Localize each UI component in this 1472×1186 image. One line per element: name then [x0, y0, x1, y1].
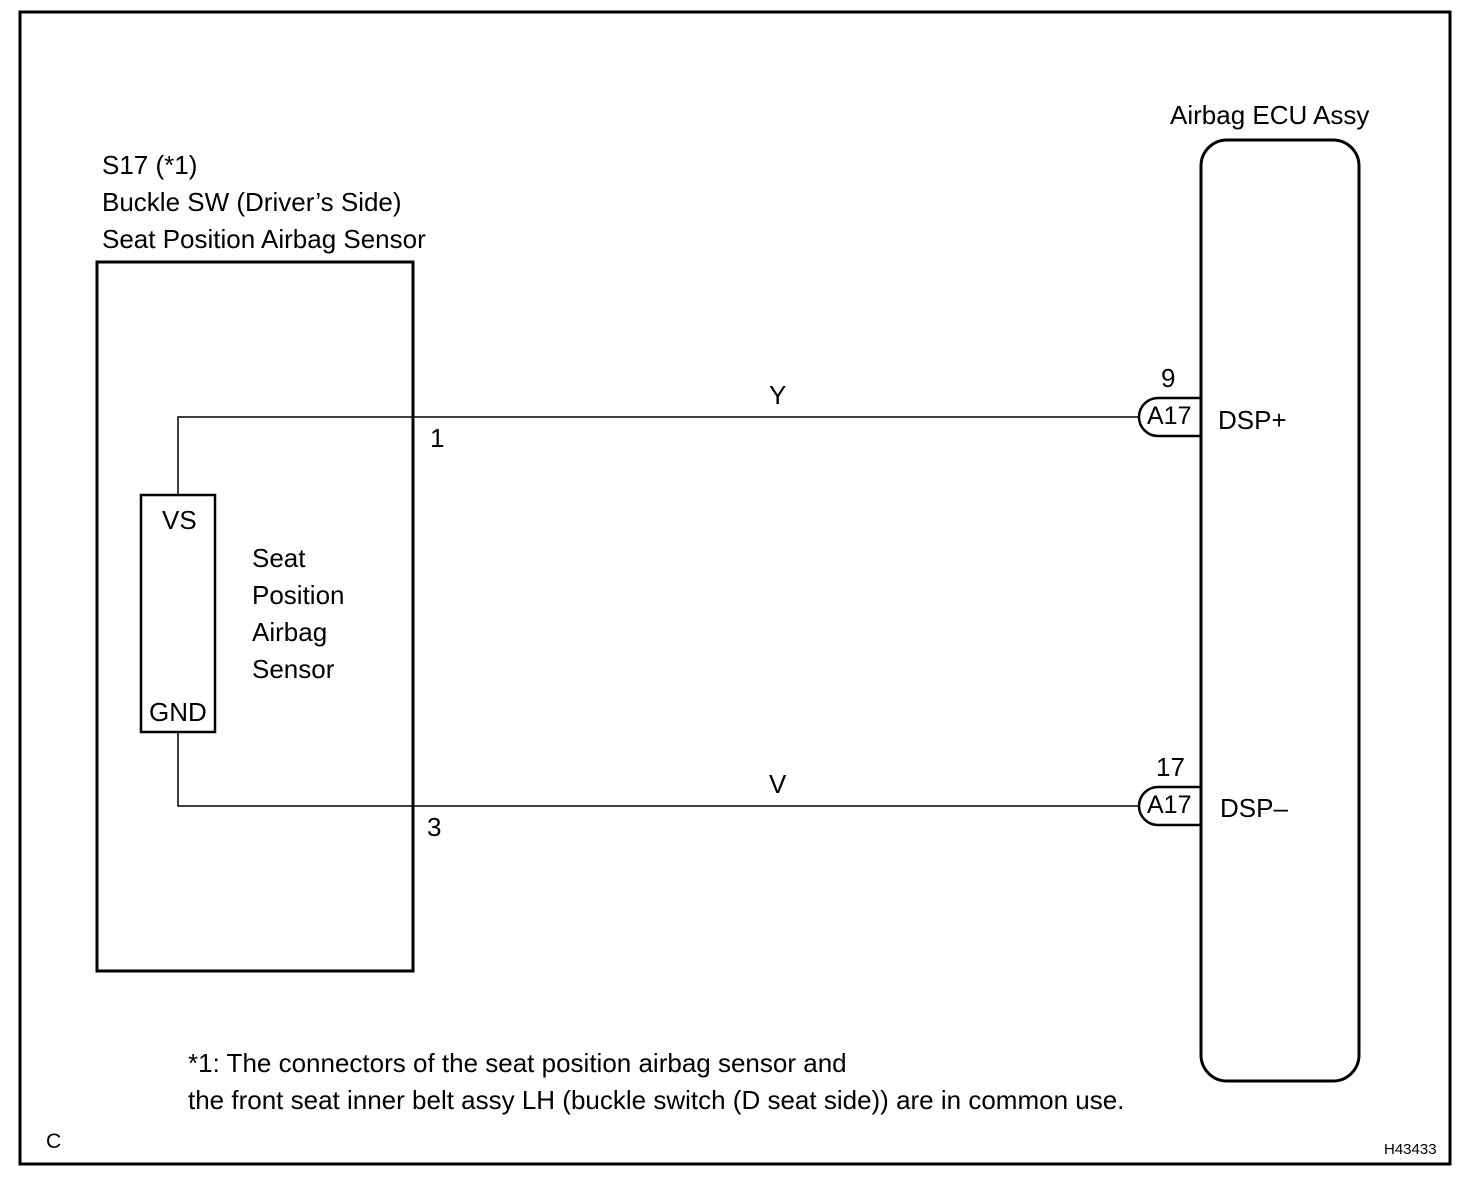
inner-label-line2: Position [252, 580, 345, 610]
ecu-title: Airbag ECU Assy [1170, 100, 1370, 130]
wire-v [177, 732, 1139, 807]
connector-a17-bottom [1137, 785, 1201, 827]
corner-letter: C [46, 1130, 62, 1153]
sensor-title-line2: Buckle SW (Driver’s Side) [102, 187, 402, 217]
connector-a17-top [1137, 396, 1201, 438]
figure-id: H43433 [1384, 1141, 1437, 1158]
inner-label-line4: Sensor [252, 654, 335, 684]
connector-a17-top-label: A17 [1147, 402, 1192, 430]
footnote-line2: the front seat inner belt assy LH (buckl… [188, 1085, 1125, 1115]
ecu-box [1199, 138, 1361, 1083]
inner-label-line1: Seat [252, 543, 306, 573]
footnote-line1: *1: The connectors of the seat position … [188, 1048, 847, 1078]
sensor-connector-code: S17 (*1) [102, 150, 198, 180]
wire-v-label: V [769, 769, 787, 799]
ecu-pin-17-label: 17 [1156, 752, 1185, 782]
signal-dsp-minus: DSP– [1220, 793, 1288, 823]
outer-frame [18, 10, 1452, 1166]
wire-y [177, 416, 1139, 495]
pin-3-label: 3 [427, 812, 442, 842]
pin-1-label: 1 [430, 423, 445, 453]
connector-a17-bottom-label: A17 [1147, 791, 1192, 819]
sensor-box [95, 260, 415, 973]
ecu-pin-9-label: 9 [1161, 363, 1176, 393]
signal-dsp-plus: DSP+ [1218, 405, 1287, 435]
sensor-title-line3: Seat Position Airbag Sensor [102, 224, 426, 254]
wire-y-label: Y [769, 380, 787, 410]
inner-label-line3: Airbag [252, 617, 328, 647]
pin-gnd-label: GND [149, 697, 207, 727]
pin-vs-label: VS [162, 505, 197, 535]
